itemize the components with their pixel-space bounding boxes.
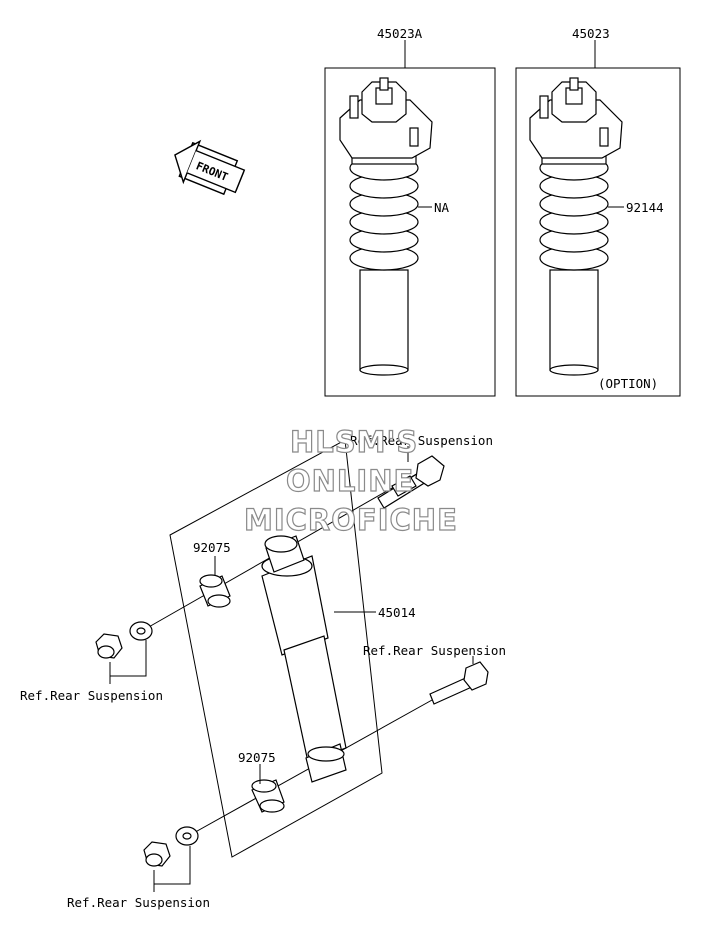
ref-rear-suspension-top[interactable]: Ref.Rear Suspension xyxy=(350,433,493,448)
part-number-45023A: 45023A xyxy=(377,26,423,41)
bottom-nut xyxy=(143,841,171,867)
part-number-45023: 45023 xyxy=(572,26,610,41)
option-note: (OPTION) xyxy=(598,376,658,391)
kit-box-45023[interactable]: 45023 92144 (OPTION) xyxy=(515,26,681,397)
shock-assembly-frame xyxy=(169,439,383,858)
upper-bolt[interactable] xyxy=(377,455,445,509)
left-nut xyxy=(95,633,123,659)
ref-rear-suspension-bottom[interactable]: Ref.Rear Suspension xyxy=(67,895,210,910)
lower-bolt[interactable] xyxy=(429,661,489,705)
watermark-line-1: HLSM'S xyxy=(290,425,418,459)
part-number-45014: 45014 xyxy=(378,605,416,620)
part-number-92075-upper: 92075 xyxy=(193,540,231,555)
shock-absorber[interactable] xyxy=(261,535,347,783)
left-washer xyxy=(129,621,153,641)
spring-label-92144: 92144 xyxy=(626,200,664,215)
watermark-line-2: ONLINE xyxy=(286,464,414,498)
lower-bushing[interactable] xyxy=(251,779,285,813)
ref-rear-suspension-left[interactable]: Ref.Rear Suspension xyxy=(20,688,163,703)
kit-box-45023A[interactable]: 45023A NA xyxy=(324,26,496,397)
upper-bushing[interactable] xyxy=(199,574,231,608)
watermark: HLSM'S ONLINE MICROFICHE xyxy=(243,424,458,537)
part-number-92075-lower: 92075 xyxy=(238,750,276,765)
ref-rear-suspension-right[interactable]: Ref.Rear Suspension xyxy=(363,643,506,658)
spring-label-na: NA xyxy=(434,200,450,215)
coilover-assembly-option xyxy=(529,77,623,376)
coilover-assembly-na xyxy=(339,77,433,376)
front-arrow-icon: FRONT xyxy=(174,139,246,196)
bottom-washer xyxy=(175,826,199,846)
watermark-line-3: MICROFICHE xyxy=(244,503,458,537)
